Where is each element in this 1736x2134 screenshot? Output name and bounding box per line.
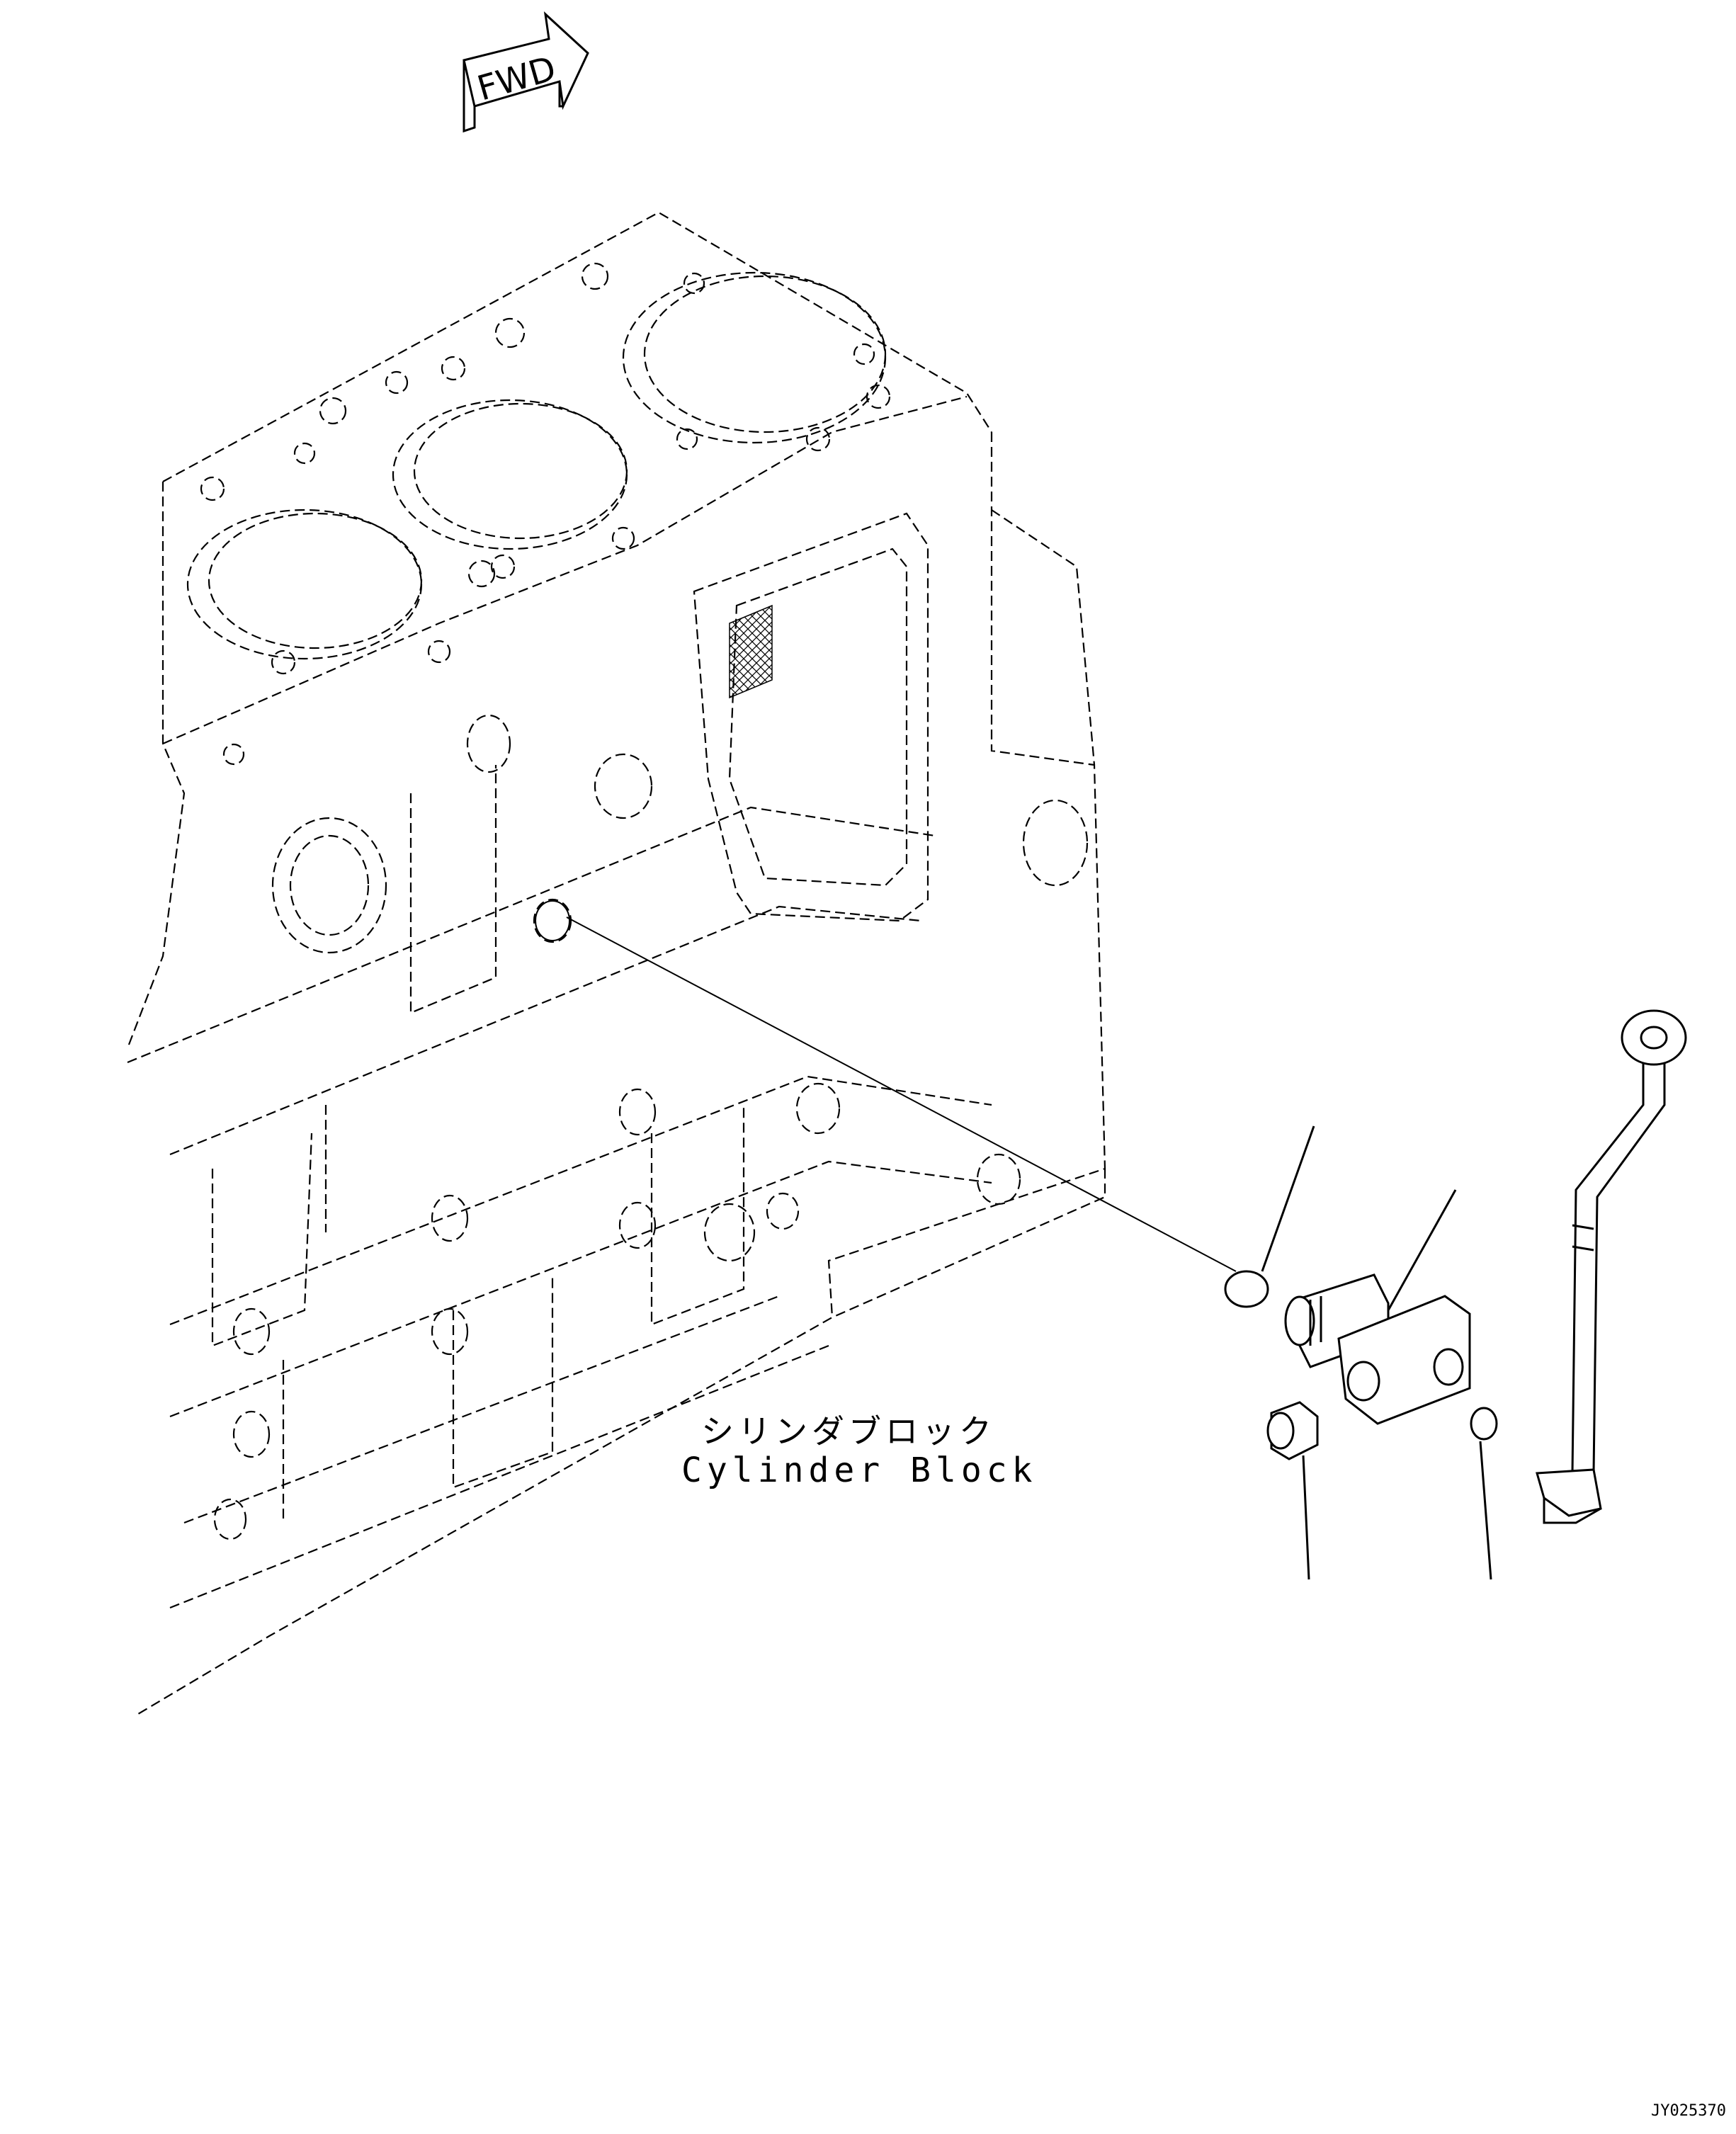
fwd-arrow-icon: FWD [463,11,589,133]
part-name-english: Cylinder Block [681,1451,1038,1490]
assembly-leader [535,900,1237,1272]
cylinder-block [126,211,1106,1715]
o-ring-large [1224,1125,1315,1308]
o-ring-small [1470,1407,1498,1580]
plug [1266,1401,1319,1580]
tee-fitting [1284,1189,1471,1425]
part-name-japanese: シリンダブロック [701,1412,996,1451]
drawing-id: JY025370 [1651,2102,1726,2120]
oil-tube [1536,1009,1687,1524]
hatched-cover-area [729,604,773,699]
